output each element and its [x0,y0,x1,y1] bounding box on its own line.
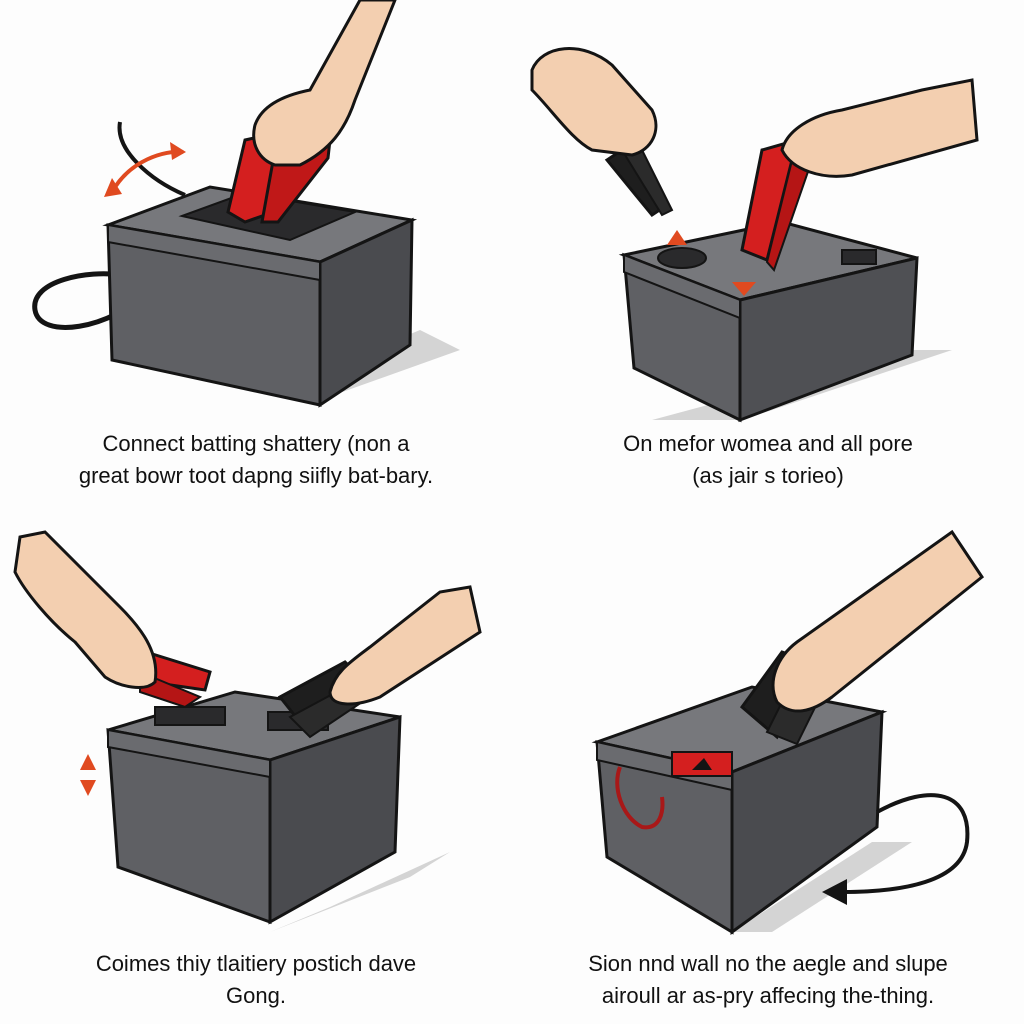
step-3-illustration [13,530,482,932]
battery-icon [106,690,402,925]
step-4-illustration [591,529,985,935]
terminal-icon [841,249,877,265]
hand-icon [328,585,482,706]
arrowhead-icon [822,879,847,905]
caption-line-1: Coimes thiy tlaitiery postich dave [95,951,417,976]
cable-icon [841,793,970,894]
terminal-icon [154,706,226,726]
step-4-panel: Sion nnd wall no the aegle and slupe air… [512,512,1024,1024]
caption-line-2: great bowr toot dapng siifly bat-bary. [78,463,434,488]
step-1-illustration [32,0,460,408]
hand-icon [13,530,158,689]
step-caption: Coimes thiy tlaitiery postich dave Gong. [0,948,512,1012]
step-2-panel: On mefor womea and all pore (as jair s t… [512,0,1024,512]
battery-icon [618,220,919,423]
step-caption: On mefor womea and all pore (as jair s t… [512,428,1024,492]
caption-line-1: Sion nnd wall no the aegle and slupe [588,951,948,976]
terminal-icon [657,247,707,269]
arrowhead-icon [104,178,122,197]
step-caption: Sion nnd wall no the aegle and slupe air… [512,948,1024,1012]
hand-icon [771,529,985,713]
arrow-up-icon [80,754,96,770]
hand-icon [780,78,979,178]
step-caption: Connect batting shattery (non a great bo… [0,428,512,492]
step-2-illustration [530,47,979,423]
arrow-down-icon [80,780,96,796]
caption-line-2: (as jair s torieo) [692,463,844,488]
step-3-panel: Coimes thiy tlaitiery postich dave Gong. [0,512,512,1024]
warning-triangle-icon [692,758,712,770]
caption-line-2: airoull ar as-pry affecing the-thing. [601,983,935,1008]
arrowhead-icon [170,142,186,160]
battery-icon [102,185,418,408]
arrow-up-icon [667,230,687,245]
hand-icon [252,0,397,167]
battery-shadow [732,842,912,932]
caption-line-1: On mefor womea and all pore [623,431,913,456]
caption-line-2: Gong. [226,983,286,1008]
caption-line-1: Connect batting shattery (non a [102,431,410,456]
arrow-down-icon [732,282,756,296]
cable-icon [32,271,152,330]
step-1-panel: Connect batting shattery (non a great bo… [0,0,512,512]
hand-icon [530,47,658,157]
handle-icon [615,766,665,830]
